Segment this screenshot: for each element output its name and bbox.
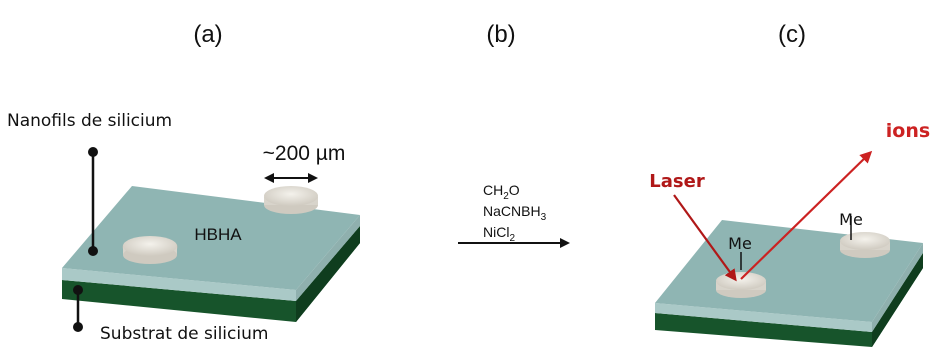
panel-c-label: (c) <box>778 21 806 48</box>
panel-a-size-label: ~200 µm <box>263 142 346 165</box>
panel-c-metal-label-left: Me <box>728 234 752 253</box>
panel-a-substrate-label: Substrat de silicium <box>100 324 268 344</box>
panel-c-layer-front <box>655 303 872 332</box>
panel-b-reagent-1: CH2O <box>483 182 520 202</box>
panel-a-nanowire-label: Nanofils de silicium <box>7 111 172 131</box>
panel-a-layer-side <box>296 215 360 301</box>
panel-a-layer-front <box>62 268 296 301</box>
panel-c-substrate-side <box>872 253 923 347</box>
panel-a-spot-right-top <box>264 186 318 206</box>
panel-c-laser-label: Laser <box>649 171 705 192</box>
panel-b-label: (b) <box>486 21 515 48</box>
panel-b-reagent-1-tail: O <box>509 182 520 198</box>
panel-c-ions-label: ions <box>886 120 930 142</box>
panel-a-spot-left-top <box>123 236 177 256</box>
panel-a-nanowire-dot-top <box>88 147 98 157</box>
panel-c-substrate-front <box>655 253 923 347</box>
panel-a-chip <box>62 186 360 322</box>
panel-b-reagent-2-main: NaCNBH <box>483 203 541 219</box>
panel-b-reagent-3: NiCl2 <box>483 224 515 244</box>
panel-c-chip <box>655 220 923 347</box>
panel-c-spot-right-top <box>840 232 890 250</box>
panel-a-coating-label: HBHA <box>194 225 242 244</box>
panel-b-reagent-1-sub: 2 <box>503 191 509 202</box>
panel-c-ions-beam <box>740 150 873 280</box>
panel-b-reagent-3-sub: 2 <box>509 233 515 244</box>
panel-b-reagent-2: NaCNBH3 <box>483 203 547 223</box>
panel-a-nanowire-dot-bottom <box>88 246 98 256</box>
panel-c-layer-side <box>872 243 923 332</box>
panel-a-substrate-dot-bottom <box>73 322 83 332</box>
panel-c-laser-beam <box>673 194 737 282</box>
panel-b-reagent-2-sub: 3 <box>541 212 547 223</box>
panel-b-reagent-3-main: NiCl <box>483 224 509 240</box>
panel-b-reagent-1-main: CH <box>483 182 503 198</box>
panel-a-label: (a) <box>193 21 222 48</box>
panel-c-spot-left-top <box>716 272 766 290</box>
panel-a-substrate-side <box>296 226 360 322</box>
panel-a-substrate-dot-top <box>73 285 83 295</box>
panel-a-substrate-front <box>62 226 360 322</box>
